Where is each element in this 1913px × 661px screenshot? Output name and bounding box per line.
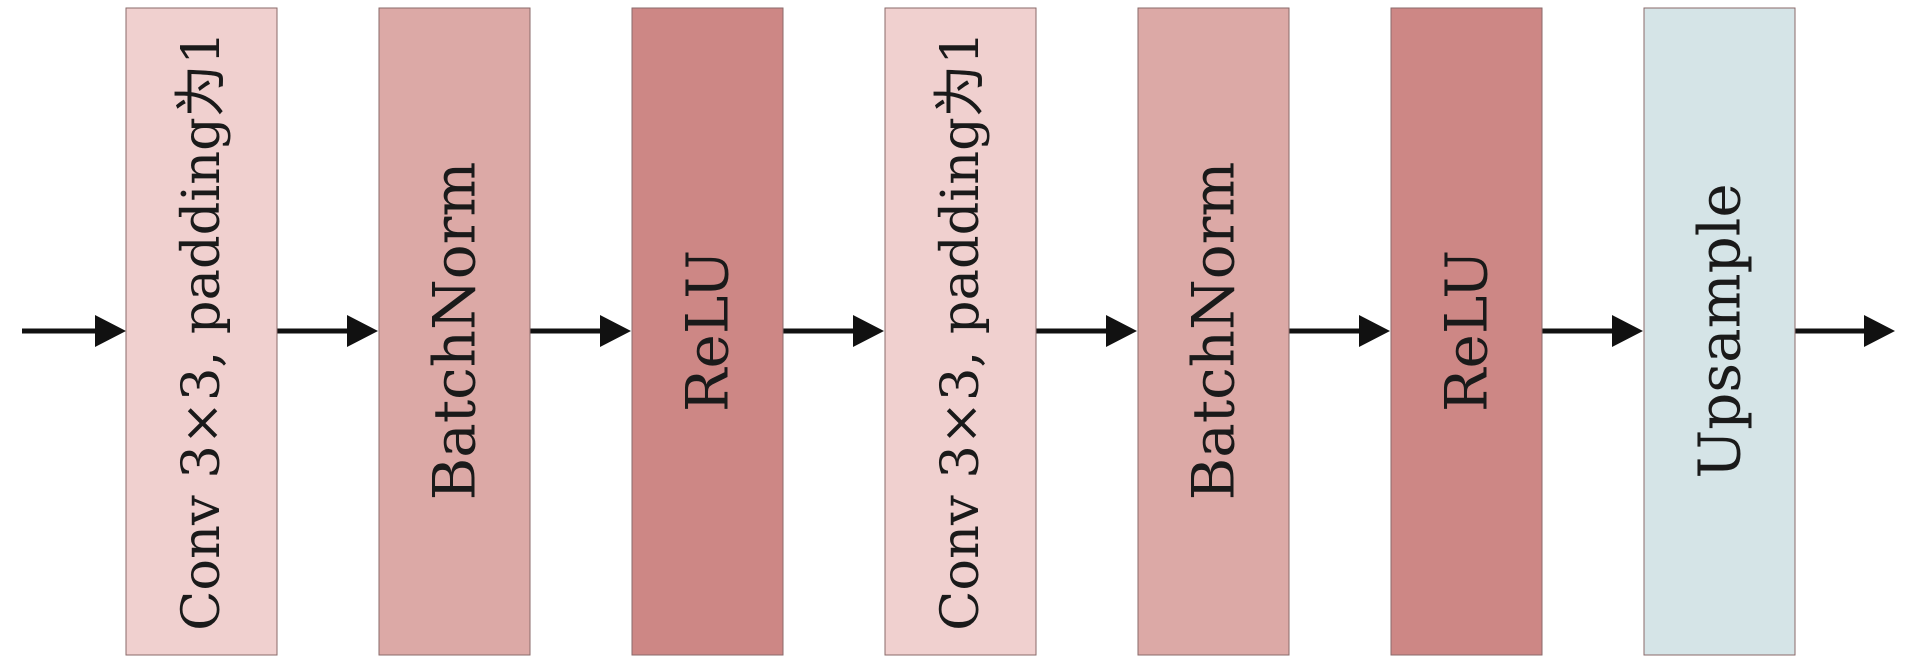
arrow-1-2 (276, 315, 378, 347)
block-upsample: Upsample (1643, 7, 1796, 656)
block-relu-1-box (631, 7, 784, 656)
arrow-input (22, 315, 126, 347)
block-conv-1-label: Conv 3×3, padding为1 (171, 31, 232, 631)
block-relu-1-label: ReLU (674, 250, 742, 412)
block-relu-2-label: ReLU (1433, 250, 1501, 412)
block-batchnorm-2-box (1137, 7, 1290, 656)
block-upsample-box (1643, 7, 1796, 656)
arrow-3-4 (782, 315, 884, 347)
arrow-4-5 (1035, 315, 1137, 347)
block-conv-2: Conv 3×3, padding为1 (884, 7, 1037, 656)
block-conv-2-label: Conv 3×3, padding为1 (930, 31, 991, 631)
block-relu-1: ReLU (631, 7, 784, 656)
arrow-2-3 (529, 315, 631, 347)
block-conv-2-box (884, 7, 1037, 656)
block-batchnorm-1-label: BatchNorm (421, 162, 489, 501)
block-relu-2-box (1390, 7, 1543, 656)
block-batchnorm-1-box (378, 7, 531, 656)
arrow-5-6 (1288, 315, 1390, 347)
block-conv-1-box (125, 7, 278, 656)
arrow-output (1794, 315, 1895, 347)
block-upsample-label: Upsample (1686, 183, 1754, 478)
block-conv-1: Conv 3×3, padding为1 (125, 7, 278, 656)
arrow-6-7 (1541, 315, 1643, 347)
block-batchnorm-1: BatchNorm (378, 7, 531, 656)
block-batchnorm-2: BatchNorm (1137, 7, 1290, 656)
block-relu-2: ReLU (1390, 7, 1543, 656)
block-batchnorm-2-label: BatchNorm (1180, 162, 1248, 501)
